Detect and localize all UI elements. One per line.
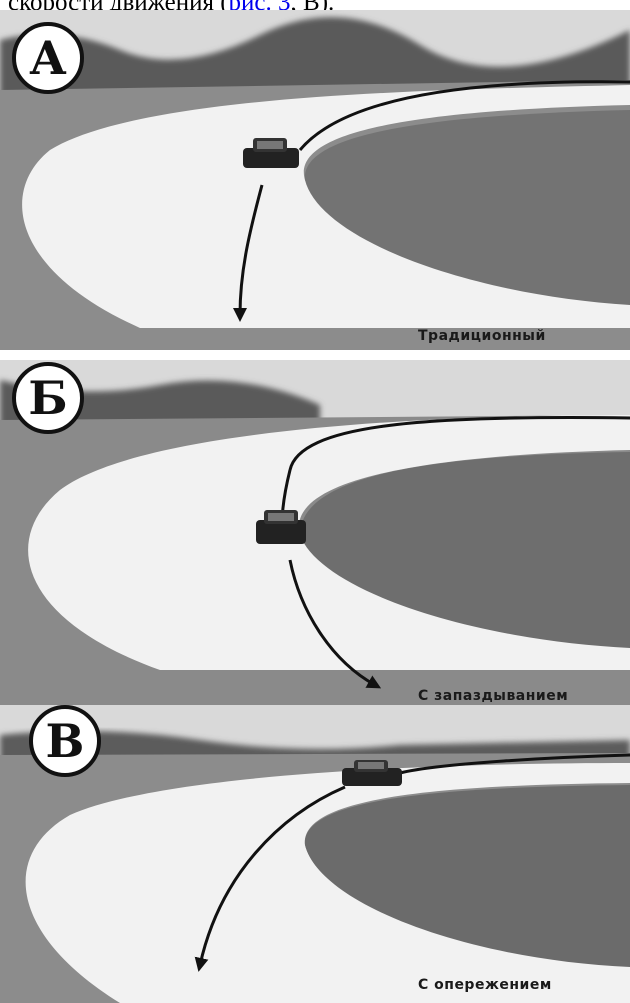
panel-a-illustration: А Традиционный — [0, 10, 630, 350]
panel-c-label: С опережением — [418, 977, 552, 993]
panel-c: В С опережением — [0, 705, 630, 1003]
panel-b-label: С запаздыванием — [418, 688, 568, 704]
panel-a-label: Традиционный — [418, 328, 546, 344]
panel-b: Б С запаздыванием — [0, 360, 630, 705]
panel-a-letter: А — [29, 31, 67, 85]
panel-c-letter: В — [46, 714, 85, 768]
panel-c-illustration: В С опережением — [0, 705, 630, 1003]
panel-b-letter: Б — [28, 371, 67, 425]
panel-b-illustration: Б С запаздыванием — [0, 360, 630, 705]
panel-a: А Традиционный — [0, 10, 630, 350]
